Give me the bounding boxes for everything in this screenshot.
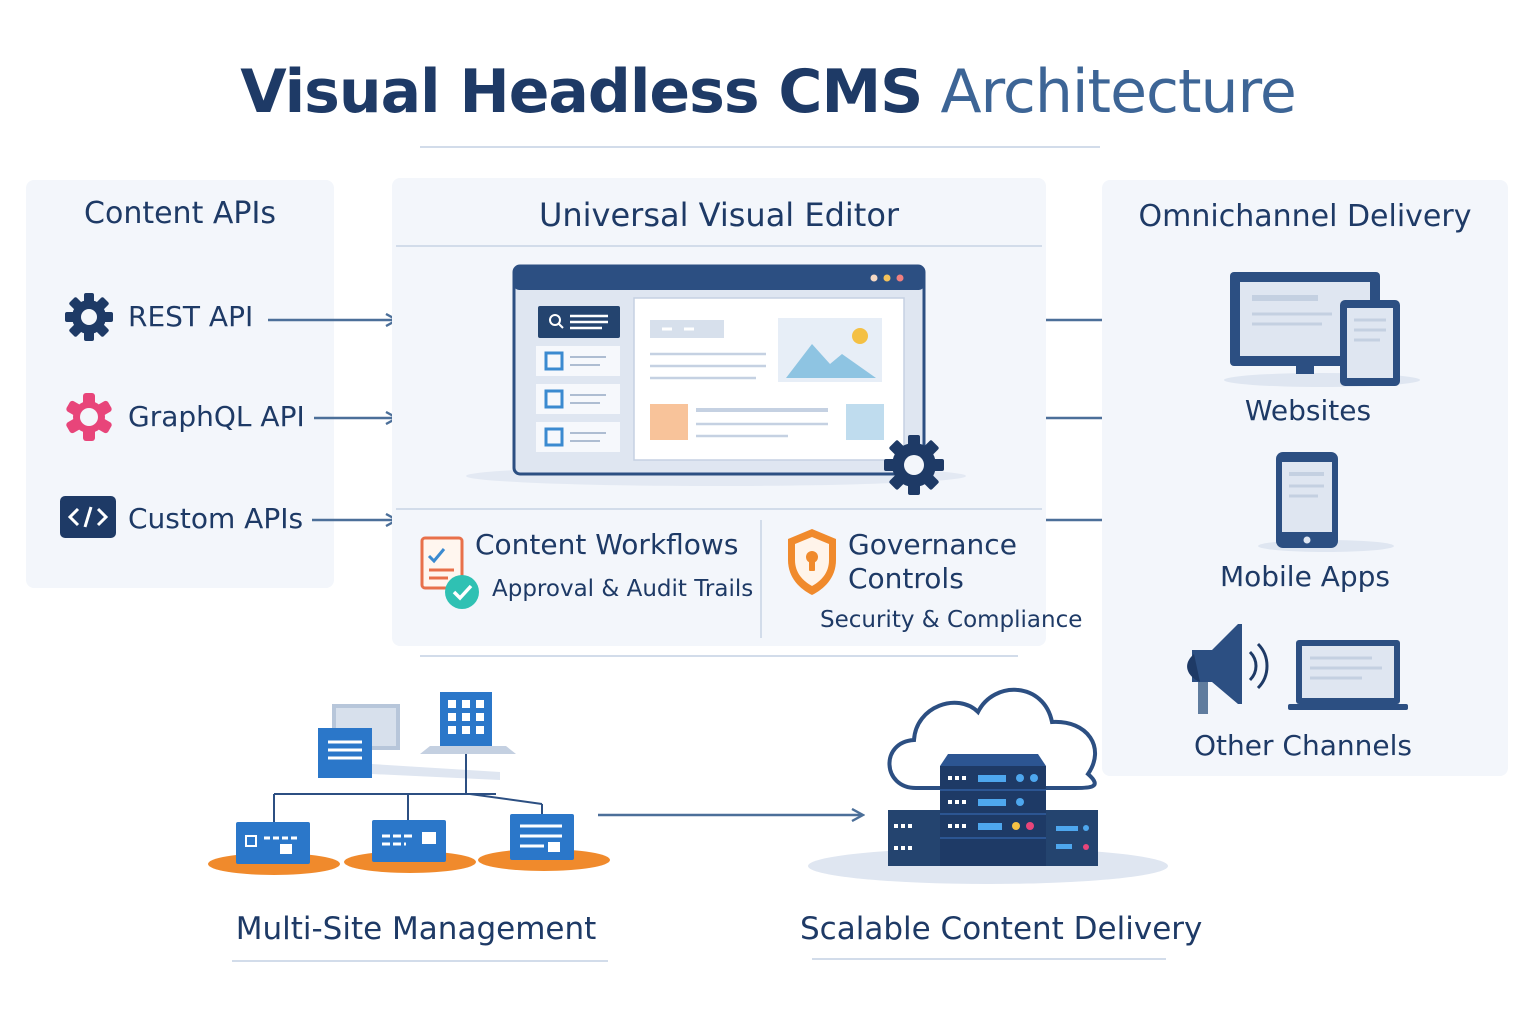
scalable-underline [812, 958, 1166, 960]
editor-vertical-divider [760, 520, 762, 638]
title-main: Visual Headless CMS [240, 57, 923, 127]
multisite-network-illustration [208, 692, 610, 875]
editor-section-divider [396, 508, 1042, 510]
other-channels-label: Other Channels [1194, 729, 1412, 762]
shield-lock-icon [788, 529, 836, 595]
multisite-label: Multi-Site Management [235, 911, 597, 947]
desktop-tablet-icon [1224, 272, 1420, 387]
megaphone-laptop-icon [1187, 624, 1408, 714]
title-sub: Architecture [940, 57, 1296, 127]
websites-label: Websites [1244, 394, 1372, 427]
scalable-delivery-label: Scalable Content Delivery [800, 911, 1203, 947]
graphql-icon [66, 393, 112, 441]
governance-title-line2: Controls [848, 562, 964, 595]
title-divider [420, 146, 1100, 148]
checklist-icon [420, 536, 479, 609]
gear-icon [65, 293, 113, 341]
multisite-underline [232, 960, 608, 962]
lower-divider [420, 655, 1018, 657]
omnichannel-title: Omnichannel Delivery [1138, 199, 1472, 234]
page-title: Visual Headless CMS Architecture [0, 52, 1536, 132]
rest-api-label: REST API [128, 300, 254, 333]
governance-title: Governance Controls [848, 528, 1017, 596]
editor-title-divider [396, 245, 1042, 247]
graphql-api-label: GraphQL API [128, 400, 305, 433]
mobile-apps-label: Mobile Apps [1219, 560, 1391, 593]
content-apis-title: Content APIs [84, 196, 276, 231]
governance-subtitle: Security & Compliance [820, 607, 1083, 633]
code-icon [60, 496, 116, 538]
custom-apis-label: Custom APIs [128, 502, 304, 535]
editor-browser-illustration [466, 264, 966, 495]
content-workflows-title: Content Workflows [475, 528, 739, 561]
governance-title-line1: Governance [848, 528, 1017, 561]
cloud-server-illustration [808, 687, 1168, 884]
editor-title: Universal Visual Editor [538, 196, 900, 234]
content-workflows-subtitle: Approval & Audit Trails [492, 576, 754, 602]
smartphone-icon [1258, 452, 1394, 552]
